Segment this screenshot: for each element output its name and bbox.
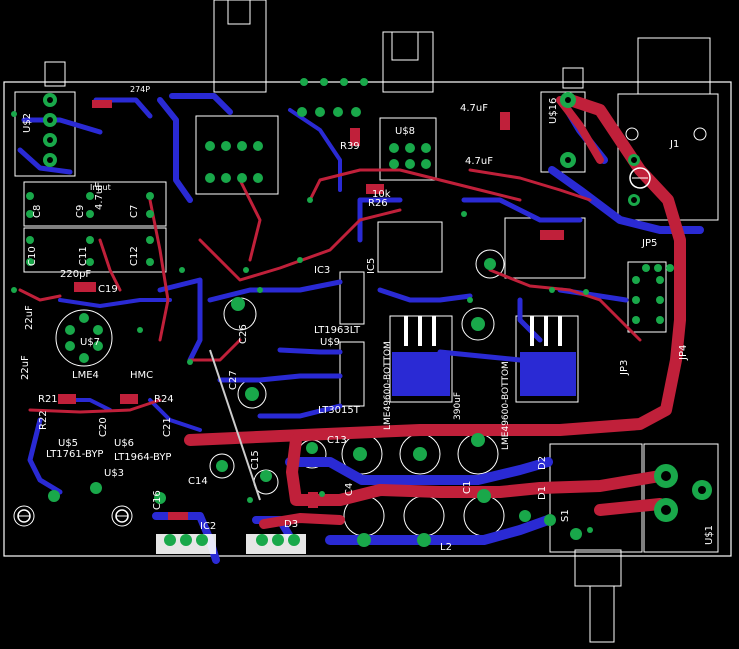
label-cap-22uf-b: 22uF bbox=[20, 355, 31, 380]
label-jp3: JP3 bbox=[619, 360, 630, 376]
label-cap-390uf: 390uF bbox=[453, 392, 463, 420]
label-c19: C19 bbox=[98, 284, 118, 295]
label-jp4: JP4 bbox=[678, 345, 689, 361]
label-r22: R22 bbox=[38, 410, 49, 430]
vias bbox=[11, 111, 593, 533]
label-u9: U$9 bbox=[320, 337, 340, 348]
label-cap-220pf: 220pF bbox=[60, 269, 91, 280]
label-u1: U$1 bbox=[704, 525, 715, 545]
label-c26: C26 bbox=[238, 324, 249, 344]
label-d1: D1 bbox=[537, 486, 548, 500]
label-u5: U$5 bbox=[58, 438, 78, 449]
label-r39: R39 bbox=[340, 141, 360, 152]
label-u8: U$8 bbox=[395, 126, 415, 137]
label-s1: S1 bbox=[560, 509, 571, 522]
label-c16: C16 bbox=[152, 490, 163, 510]
label-lme49600-a: LME49600-BOTTOM bbox=[383, 341, 393, 430]
label-cap-47uf-a: 4.7uF bbox=[94, 182, 105, 210]
label-c11: C11 bbox=[78, 246, 89, 266]
label-r21: R21 bbox=[38, 394, 58, 405]
label-r24: R24 bbox=[154, 394, 174, 405]
label-c7: C7 bbox=[129, 205, 140, 218]
label-ic2: IC2 bbox=[200, 521, 216, 532]
label-c10: C10 bbox=[27, 246, 38, 266]
label-u3: U$3 bbox=[104, 468, 124, 479]
smd-components bbox=[58, 100, 564, 520]
label-c8: C8 bbox=[32, 205, 43, 218]
label-c14: C14 bbox=[188, 476, 208, 487]
label-res-10k: 10k bbox=[372, 189, 391, 200]
label-lt1964: LT1964-BYP bbox=[114, 452, 171, 463]
label-lme49600-b: LME49600-BOTTOM bbox=[501, 361, 511, 450]
label-hmc: HMC bbox=[130, 370, 153, 381]
label-input: Input bbox=[90, 183, 111, 192]
label-jp5: JP5 bbox=[641, 238, 657, 249]
label-d2: D2 bbox=[537, 456, 548, 470]
label-u2: U$2 bbox=[22, 113, 33, 133]
label-cap-47uf-c: 4.7uF bbox=[465, 156, 493, 167]
label-ic5: IC5 bbox=[366, 258, 377, 274]
label-cap-47uf-b: 4.7uF bbox=[460, 103, 488, 114]
label-274p: 274P bbox=[130, 85, 150, 94]
label-u7: U$7 bbox=[80, 337, 100, 348]
label-lt1963: LT1963LT bbox=[314, 325, 361, 336]
label-r26: R26 bbox=[368, 198, 388, 209]
pads bbox=[26, 78, 712, 547]
label-c12: C12 bbox=[129, 246, 140, 266]
bottom-copper-traces bbox=[17, 93, 704, 564]
label-d3: D3 bbox=[284, 519, 298, 530]
label-cap-22uf-a: 22uF bbox=[24, 305, 35, 330]
label-u16: U$16 bbox=[548, 98, 559, 124]
label-lt1761: LT1761-BYP bbox=[46, 449, 103, 460]
label-c13: C13 bbox=[327, 435, 347, 446]
label-j1: J1 bbox=[669, 139, 679, 150]
silkscreen-labels: U$2 U$8 U$16 U$9 U$3 U$5 U$6 U$7 U$1 LME… bbox=[20, 85, 715, 553]
label-u6: U$6 bbox=[114, 438, 134, 449]
label-c1: C1 bbox=[462, 481, 473, 494]
label-c20: C20 bbox=[98, 417, 109, 437]
label-ic3: IC3 bbox=[314, 265, 330, 276]
label-l2: L2 bbox=[440, 542, 452, 553]
top-copper-traces bbox=[18, 94, 686, 529]
label-c21: C21 bbox=[162, 417, 173, 437]
mounting-holes bbox=[17, 127, 707, 523]
label-c4: C4 bbox=[344, 483, 355, 496]
label-c15: C15 bbox=[250, 450, 261, 470]
label-c9: C9 bbox=[75, 205, 86, 218]
label-lme4: LME4 bbox=[72, 370, 99, 381]
label-lt3015: LT3015T bbox=[318, 405, 361, 416]
label-c27: C27 bbox=[228, 370, 239, 390]
